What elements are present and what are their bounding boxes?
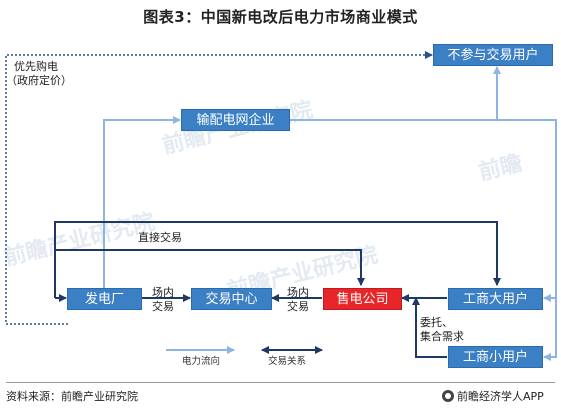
label-in-market-1a: 场内 [152, 286, 174, 299]
node-trading-center: 交易中心 [191, 288, 272, 310]
label-direct-trade: 直接交易 [138, 231, 182, 244]
label-aggregate-demand: 集合需求 [420, 330, 464, 343]
label-government-pricing: （政府定价） [6, 74, 72, 87]
node-retail-company: 售电公司 [323, 288, 402, 310]
footer-divider [6, 382, 555, 383]
footer-source: 资料来源：前瞻产业研究院 [6, 390, 138, 403]
legend-trade-relation-label: 交易关系 [268, 356, 307, 367]
label-in-market-2b: 交易 [287, 300, 309, 313]
node-no-trade-users: 不参与交易用户 [433, 44, 553, 66]
chart-title: 图表3：中国新电改后电力市场商业模式 [143, 8, 418, 26]
label-priority-purchase: 优先购电 [14, 60, 58, 73]
node-power-plant: 发电厂 [67, 288, 142, 310]
label-entrust: 委托、 [420, 316, 453, 329]
power-flow-grid-to-right [290, 119, 557, 361]
node-large-users: 工商大用户 [448, 288, 543, 310]
plant-retail-link [55, 249, 365, 286]
node-grid-company: 输配电网企业 [181, 109, 290, 131]
retail-small-link [412, 297, 447, 358]
node-small-users: 工商小用户 [448, 346, 543, 368]
footer-brand-text: 前瞻经济学人APP [457, 390, 544, 403]
label-in-market-2a: 场内 [287, 286, 309, 299]
brand-logo-icon [442, 390, 454, 402]
label-in-market-1b: 交易 [152, 300, 174, 313]
footer-brand: 前瞻经济学人APP [442, 388, 544, 404]
priority-purchase-line [5, 51, 433, 325]
power-flow-plant-to-grid [103, 116, 181, 290]
direct-trade-line [54, 221, 501, 298]
legend-power-flow-label: 电力流向 [182, 356, 221, 367]
